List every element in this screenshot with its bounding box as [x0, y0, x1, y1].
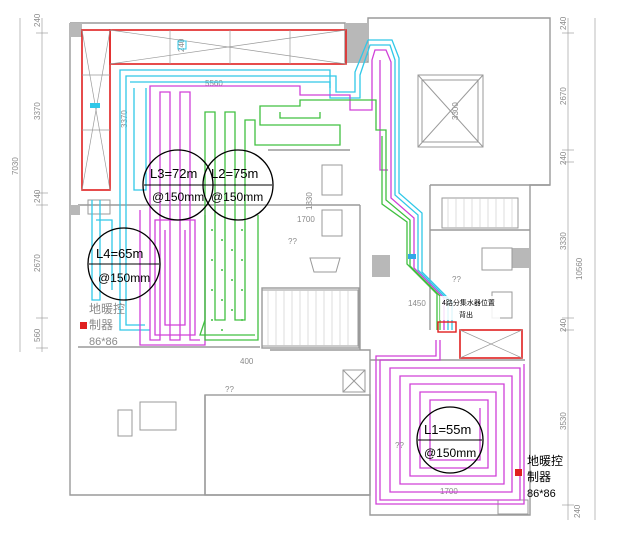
dim-inner-4: 400 [240, 357, 254, 366]
dim-inner-2: 1830 [305, 192, 314, 210]
loop-label-l2: L2=75m @150mm [202, 149, 274, 221]
controller-left-size: 86*86 [89, 336, 118, 348]
dim-right-4: 3330 [559, 232, 568, 250]
manifold [90, 40, 457, 333]
sofa [139, 401, 177, 431]
sink-3 [481, 247, 513, 271]
manifold-label-line2: 背出 [459, 310, 473, 319]
loop-label-l4: L4=65m @150mm [87, 227, 161, 301]
controller-right-line1: 地暖控 [527, 454, 563, 468]
dim-inner-5: 3300 [451, 102, 460, 120]
controller-left-line2: 制器 [89, 318, 113, 332]
dim-right-6: 240 [559, 318, 568, 332]
green-dot-grid [211, 229, 243, 331]
controller-right: 地暖控 制器 86*86 [515, 454, 563, 500]
sink-1 [321, 164, 343, 196]
dim-right-1: 240 [559, 16, 568, 30]
loop-l1-spacing: @150mm [424, 446, 476, 460]
loop-l2-spacing: @150mm [211, 190, 263, 204]
dim-left-2: 3370 [33, 102, 42, 120]
dim-right-8: 240 [573, 504, 582, 518]
floor-drain [342, 369, 366, 393]
mark-1: ?? [288, 237, 297, 246]
mark-2: ?? [452, 275, 461, 284]
sink-2 [321, 209, 343, 237]
zone-left [81, 29, 111, 191]
zone-manifold [459, 329, 523, 359]
dim-left-6: 560 [33, 328, 42, 342]
dimension-lines [19, 18, 596, 520]
dim-left-3: 7030 [11, 157, 20, 175]
dim-right-7: 3530 [559, 412, 568, 430]
loop-label-l1: L1=55m @150mm [416, 406, 484, 474]
manifold-label-line1: 4路分集水器位置 [442, 298, 495, 307]
stair-box [261, 289, 359, 347]
dim-top-1: 240 [177, 38, 186, 52]
elevator-shaft-1 [417, 74, 484, 148]
unknown-marks: ?? ?? ?? ?? [225, 237, 461, 450]
dim-left-4: 240 [33, 189, 42, 203]
washer [87, 199, 111, 215]
mark-3: ?? [225, 385, 234, 394]
loop-l2-name: L2=75m [211, 166, 258, 181]
loop-l4-name: L4=65m [96, 246, 143, 261]
dim-left-1: 240 [33, 13, 42, 27]
loop-green [199, 99, 441, 341]
dim-right-5: 10560 [575, 257, 584, 280]
loop-cyan [91, 39, 453, 331]
loop-l3-name: L3=72m [150, 166, 197, 181]
loop-l1-name: L1=55m [424, 422, 471, 437]
dim-left-5: 2670 [33, 254, 42, 272]
controller-right-line2: 制器 [527, 470, 551, 484]
loop-l3-spacing: @150mm [152, 190, 204, 204]
controller-right-size: 86*86 [527, 488, 556, 500]
mark-4: ?? [395, 441, 404, 450]
dim-right-3: 240 [559, 151, 568, 165]
dim-inner-3: 1700 [297, 215, 315, 224]
manifold-box [437, 321, 457, 333]
elevator-shaft-2 [421, 79, 479, 143]
sofa-arm [117, 409, 133, 437]
controller-left: 地暖控 制器 86*86 [80, 302, 125, 348]
dim-inner-6: 1450 [408, 299, 426, 308]
fixtures [87, 74, 529, 515]
loop-label-l3: L3=72m @150mm [142, 149, 214, 221]
dim-top-2: 5560 [205, 79, 223, 88]
zone-cross-hatch [81, 29, 523, 359]
toilet-1 [309, 257, 341, 273]
loop-l4-spacing: @150mm [98, 271, 150, 285]
dimension-labels: 240 3370 7030 240 2670 560 240 2670 240 … [11, 13, 584, 518]
dim-right-2: 2670 [559, 87, 568, 105]
columns [70, 23, 530, 277]
controller-left-line1: 地暖控 [89, 302, 125, 316]
dim-inner-1: 3370 [120, 110, 129, 128]
non-heating-zones [81, 29, 523, 359]
manifold-label: 4路分集水器位置 背出 [440, 296, 500, 320]
